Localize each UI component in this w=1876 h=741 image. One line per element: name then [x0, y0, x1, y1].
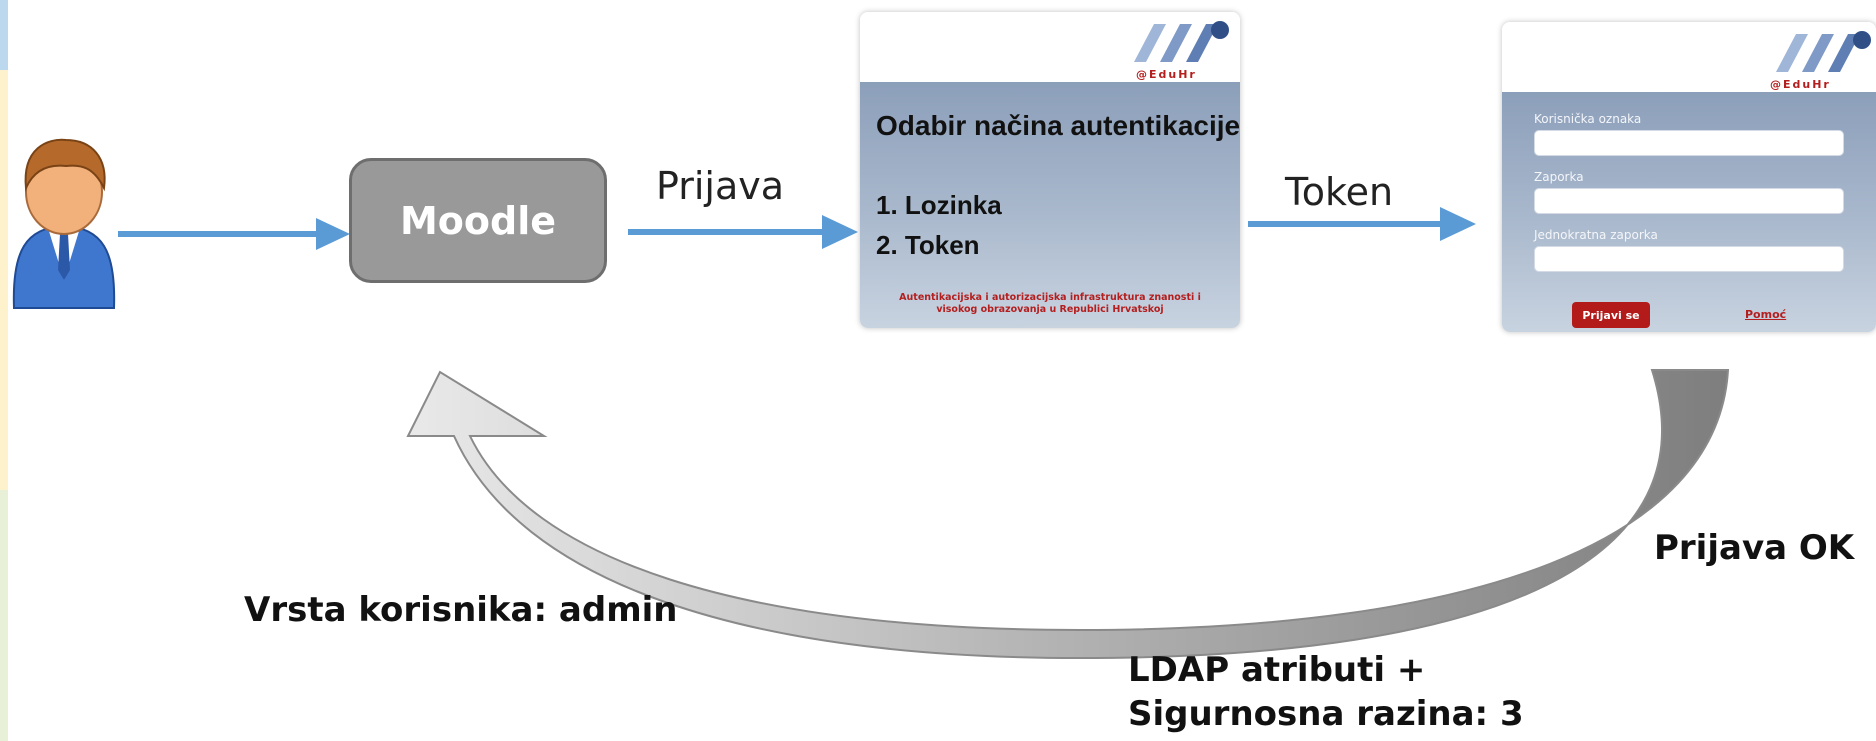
auth-method-panel: @EduHr Odabir načina autentikacije: 1. L… — [860, 12, 1240, 328]
auth-footer-line2: visokog obrazovanja u Republici Hrvatsko… — [936, 304, 1164, 315]
login-submit-button[interactable]: Prijavi se — [1572, 302, 1650, 328]
arrow-user-to-moodle — [118, 218, 350, 250]
auth-panel-header: @EduHr — [860, 12, 1240, 82]
login-panel-body: Korisnička oznaka Zaporka Jednokratna za… — [1502, 92, 1876, 332]
login-edge-label: Prijava — [656, 164, 785, 208]
aai-logo-icon — [1776, 31, 1871, 72]
login-panel-header: @EduHr — [1502, 22, 1876, 92]
moodle-node: Moodle — [349, 158, 607, 283]
return-curve-arrow — [406, 369, 1730, 660]
auth-option-token[interactable]: 2. Token — [876, 230, 980, 260]
login-form-panel: @EduHr Korisnička oznaka Zaporka Jednokr… — [1502, 22, 1876, 332]
username-field[interactable] — [1534, 130, 1844, 156]
help-link[interactable]: Pomoć — [1745, 308, 1787, 321]
arrow-auth-to-login — [1248, 207, 1476, 241]
auth-panel-body: Odabir načina autentikacije: 1. Lozinka … — [860, 82, 1240, 328]
aai-logo-icon — [1134, 21, 1229, 62]
auth-logo-text: @EduHr — [1136, 68, 1197, 81]
token-edge-label: Token — [1285, 170, 1394, 214]
username-label: Korisnička oznaka — [1534, 112, 1642, 126]
security-level-label: Sigurnosna razina: 3 — [1128, 694, 1524, 734]
password-field[interactable] — [1534, 188, 1844, 214]
moodle-label: Moodle — [399, 198, 557, 243]
arrow-moodle-to-auth — [628, 215, 858, 249]
login-logo-text: @EduHr — [1770, 78, 1831, 91]
otp-label: Jednokratna zaporka — [1534, 228, 1658, 242]
user-avatar-icon — [12, 138, 116, 309]
slide-edge-strip — [0, 0, 8, 741]
auth-option-password[interactable]: 1. Lozinka — [876, 190, 1002, 220]
otp-field[interactable] — [1534, 246, 1844, 272]
auth-footer-line1: Autentikacijska i autorizacijska infrast… — [899, 292, 1201, 303]
auth-choice-title: Odabir načina autentikacije: — [876, 110, 1240, 141]
user-type-label: Vrsta korisnika: admin — [244, 590, 678, 630]
password-label: Zaporka — [1534, 170, 1584, 184]
login-ok-label: Prijava OK — [1654, 528, 1855, 568]
ldap-attributes-label: LDAP atributi + — [1128, 650, 1426, 690]
